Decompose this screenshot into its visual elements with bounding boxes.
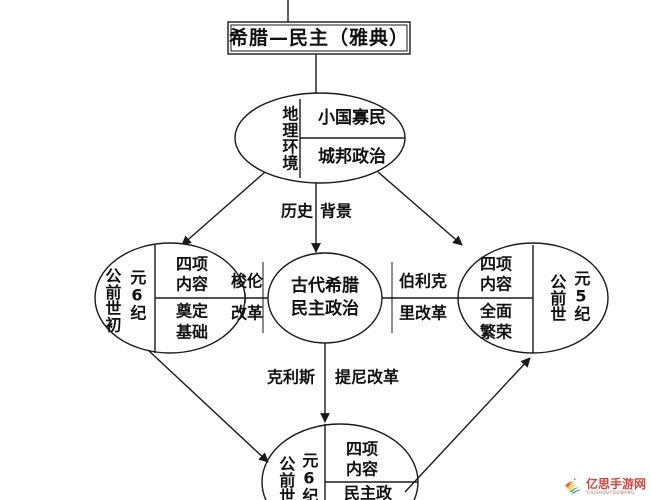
node-right-content-bottom-b: 繁荣 xyxy=(479,322,513,342)
edge-label-solon-a: 梭伦 xyxy=(230,271,264,291)
node-left-content-bottom-b: 基础 xyxy=(175,322,209,342)
edge-bottom-to-right xyxy=(404,357,531,493)
edge-left-to-bottom xyxy=(147,349,269,463)
node-right-era-col-right: 公前世 xyxy=(547,273,567,323)
edge-background-to-left xyxy=(181,171,266,246)
node-right-content-top-b: 内容 xyxy=(479,274,513,294)
node-right-content-bottom-a: 全面 xyxy=(479,301,513,321)
edge-label-cleisthenes-b: 提尼改革 xyxy=(334,367,400,387)
node-bottom-content-bottom: 民主政 xyxy=(343,483,393,500)
node-center-ellipse xyxy=(267,252,383,344)
edge-label-historical-a: 历史 xyxy=(280,201,314,221)
title-box xyxy=(227,21,411,55)
node-bottom-content-top-b: 内容 xyxy=(345,459,379,479)
node-background-left-label: 地理环境 xyxy=(279,105,299,171)
watermark: 亿思手游网 YISISHOUYOUWANG xyxy=(564,475,646,497)
node-bottom-content-top-a: 四项 xyxy=(345,439,379,459)
watermark-name: 亿思手游网 xyxy=(585,476,646,491)
node-right-content-top-a: 四项 xyxy=(479,254,513,274)
node-left-content-top-a: 四项 xyxy=(175,254,209,274)
node-background-right-top: 小国寡民 xyxy=(318,108,386,129)
edge-label-pericles-b: 里改革 xyxy=(398,303,448,323)
node-left-content-top-b: 内容 xyxy=(175,274,209,294)
edge-label-cleisthenes-a: 克利斯 xyxy=(266,367,316,387)
watermark-text-block: 亿思手游网 YISISHOUYOUWANG xyxy=(586,478,646,495)
watermark-subtitle: YISISHOUYOUWANG xyxy=(585,489,635,495)
watermark-logo-icon xyxy=(564,478,583,494)
edge-label-historical-b: 背景 xyxy=(319,201,353,221)
node-right-era-col-left: 元5纪 xyxy=(571,270,591,322)
node-bottom-era-col-right: 公前世 xyxy=(276,455,296,500)
node-center-line2: 民主政治 xyxy=(291,299,359,320)
node-bottom-era-col-left: 元6纪 xyxy=(299,452,319,500)
page-title: 希腊—民主（雅典） xyxy=(228,27,410,50)
node-center-line1: 古代希腊 xyxy=(291,276,359,297)
edge-background-to-right xyxy=(377,171,463,246)
node-background-right-bottom: 城邦政治 xyxy=(318,147,386,168)
node-left-era-col-left: 元6纪 xyxy=(127,269,147,321)
node-left-era-col-right: 公前世初 xyxy=(102,267,122,333)
edge-label-solon-b: 改革 xyxy=(230,303,264,323)
edge-label-pericles-a: 伯利克 xyxy=(398,271,448,291)
title-box-inner xyxy=(230,24,408,52)
node-left-content-bottom-a: 奠定 xyxy=(175,301,209,321)
